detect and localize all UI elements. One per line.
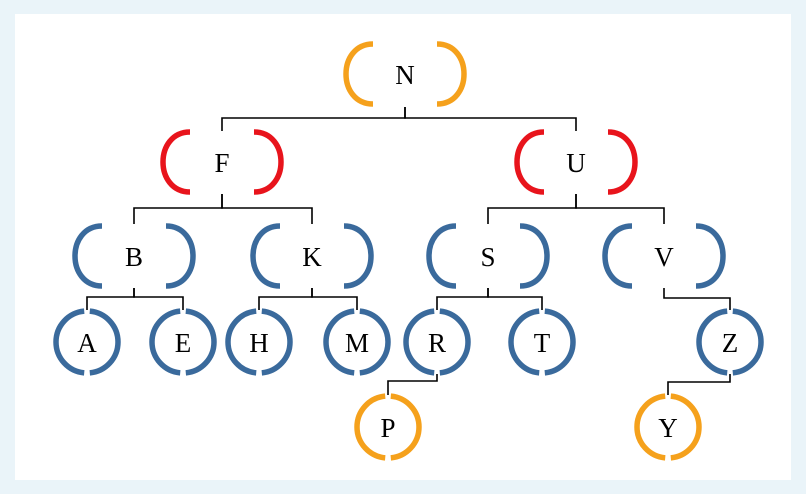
tree-node-y: Y [634, 393, 702, 461]
node-right-bracket [732, 308, 764, 376]
node-left-bracket [225, 308, 257, 376]
tree-node-u: U [514, 129, 638, 195]
node-right-bracket [390, 393, 422, 461]
tree-node-t: T [508, 308, 576, 376]
node-right-bracket [670, 393, 702, 461]
node-right-bracket [261, 308, 293, 376]
node-left-bracket [354, 393, 386, 461]
node-label: P [380, 413, 395, 443]
edge-b-a [86, 288, 135, 310]
node-left-bracket [343, 41, 374, 107]
node-label: U [566, 148, 586, 178]
edge-s-t [487, 288, 543, 310]
edge-v-z [663, 288, 731, 310]
tree-node-r: R [403, 308, 471, 376]
tree-node-v: V [602, 223, 726, 289]
edge-z-y [667, 374, 731, 395]
tree-node-m: M [323, 308, 391, 376]
tree-node-b: B [72, 223, 196, 289]
node-right-bracket [165, 223, 196, 289]
tree-node-a: A [53, 308, 121, 376]
tree-node-e: E [149, 308, 217, 376]
node-left-bracket [160, 129, 191, 195]
tree-node-s: S [426, 223, 550, 289]
node-left-bracket [250, 223, 281, 289]
node-label: Y [658, 413, 678, 443]
node-label: M [345, 328, 369, 358]
tree-edges [86, 107, 731, 395]
node-right-bracket [695, 223, 726, 289]
node-left-bracket [514, 129, 545, 195]
tree-node-n: N [343, 41, 467, 107]
node-left-bracket [426, 223, 457, 289]
tree-node-k: K [250, 223, 374, 289]
node-label: F [214, 148, 229, 178]
edge-s-r [436, 288, 489, 310]
edge-k-m [311, 288, 358, 310]
node-left-bracket [72, 223, 103, 289]
node-left-bracket [696, 308, 728, 376]
edge-f-b [133, 194, 223, 224]
tree-node-p: P [354, 393, 422, 461]
edge-u-s [487, 194, 577, 224]
edge-f-k [221, 194, 313, 224]
tree-nodes: N F U B K S V A E H M R T Z P Y [53, 41, 764, 461]
node-right-bracket [185, 308, 217, 376]
node-right-bracket [439, 308, 471, 376]
tree-node-h: H [225, 308, 293, 376]
node-right-bracket [89, 308, 121, 376]
node-left-bracket [53, 308, 85, 376]
edge-u-v [575, 194, 665, 224]
node-label: E [175, 328, 192, 358]
edge-n-u [404, 107, 577, 131]
node-right-bracket [359, 308, 391, 376]
node-label: A [77, 328, 97, 358]
node-right-bracket [519, 223, 550, 289]
edge-r-p [387, 374, 438, 395]
node-left-bracket [403, 308, 435, 376]
node-left-bracket [508, 308, 540, 376]
edge-k-h [258, 288, 313, 310]
node-label: K [302, 242, 322, 272]
node-label: Z [722, 328, 739, 358]
node-right-bracket [253, 129, 284, 195]
node-label: B [125, 242, 143, 272]
node-label: N [395, 60, 415, 90]
node-label: S [480, 242, 495, 272]
node-left-bracket [149, 308, 181, 376]
tree-node-f: F [160, 129, 284, 195]
node-right-bracket [544, 308, 576, 376]
node-label: T [534, 328, 551, 358]
edge-b-e [133, 288, 184, 310]
node-label: H [249, 328, 269, 358]
node-left-bracket [634, 393, 666, 461]
node-left-bracket [602, 223, 633, 289]
node-right-bracket [343, 223, 374, 289]
tree-node-z: Z [696, 308, 764, 376]
edge-n-f [221, 107, 406, 131]
node-label: R [428, 328, 446, 358]
node-right-bracket [436, 41, 467, 107]
node-left-bracket [323, 308, 355, 376]
node-right-bracket [607, 129, 638, 195]
node-label: V [654, 242, 674, 272]
